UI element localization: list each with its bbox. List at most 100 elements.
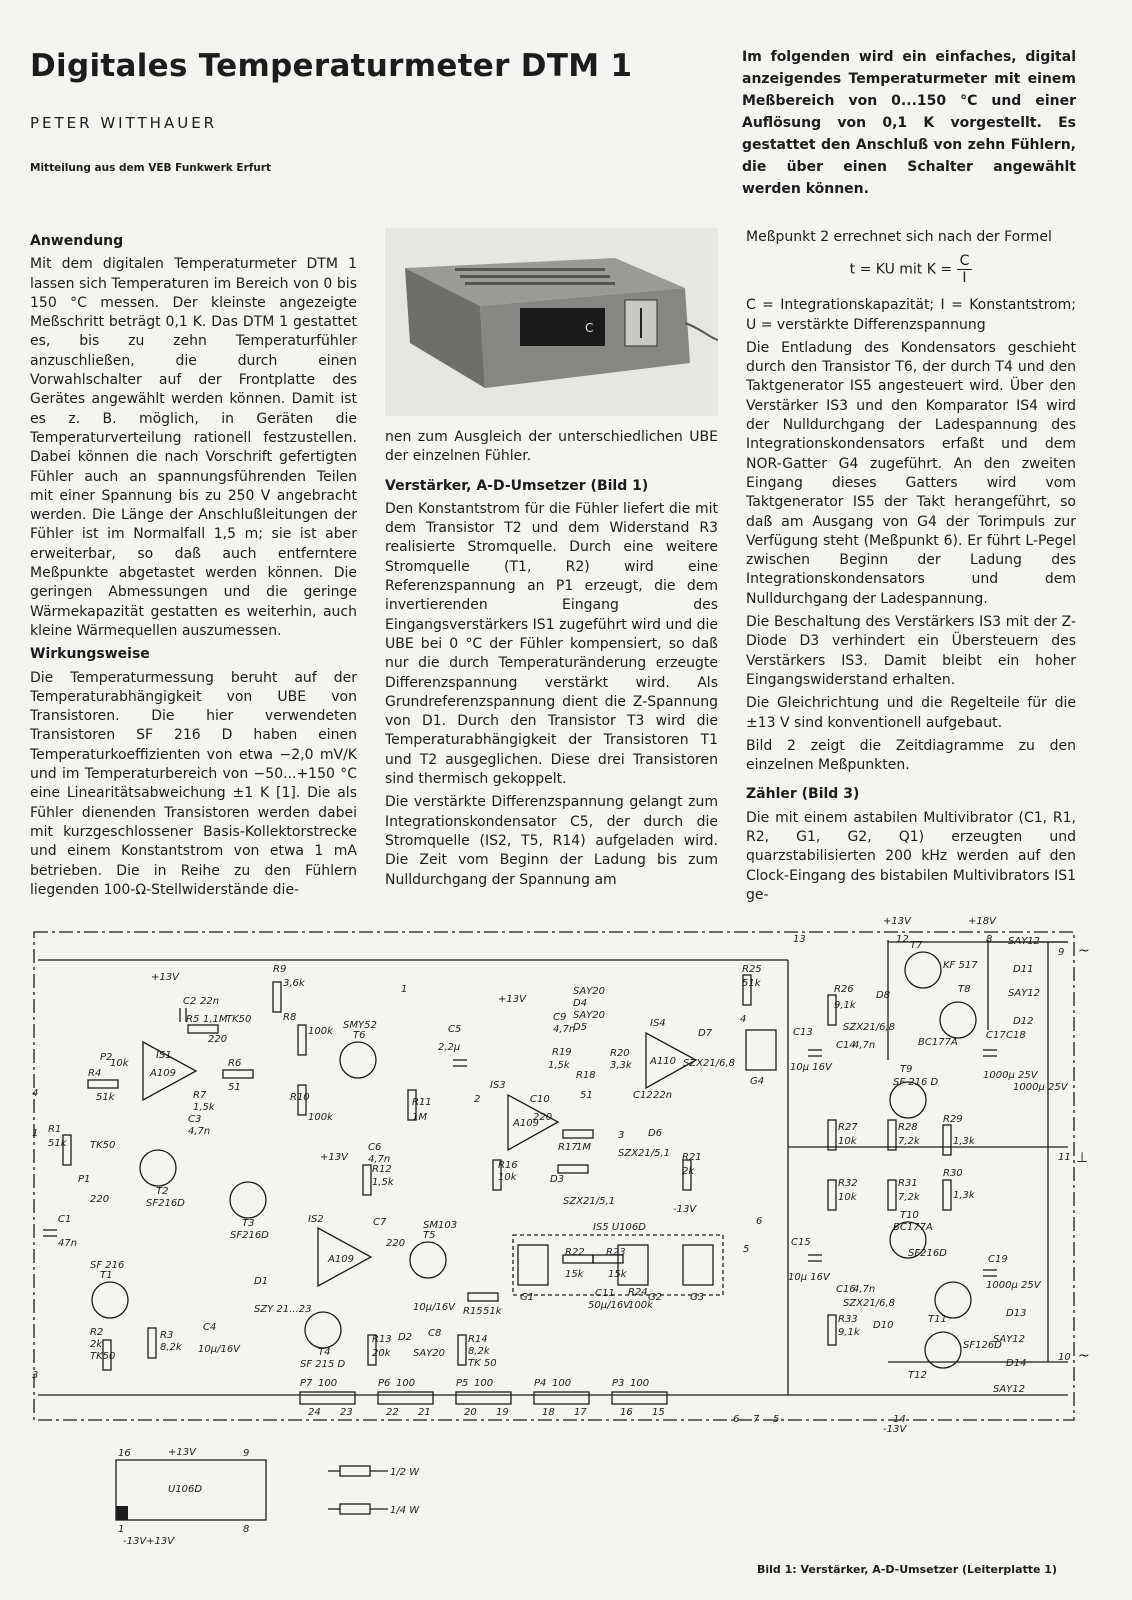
p7-value: 100 <box>318 1378 337 1389</box>
r4-value: 51k <box>96 1092 116 1103</box>
c15-label: C15 <box>791 1237 811 1248</box>
r16-value: 10k <box>498 1172 518 1183</box>
t9-label: T9 <box>900 1064 912 1075</box>
r15-value: 51k <box>483 1306 503 1317</box>
t12-label: T12 <box>908 1370 927 1381</box>
terminal-8: 8 <box>986 934 992 945</box>
c17-label: C17 <box>986 1030 1006 1041</box>
c11-label: C11 <box>595 1288 615 1299</box>
d3-label: D3 <box>550 1174 564 1185</box>
lead-paragraph: Im folgenden wird ein einfaches, digital… <box>742 49 1076 197</box>
p7-pin-b: 23 <box>340 1407 353 1418</box>
p5-pin-b: 19 <box>496 1407 509 1418</box>
p2-value: 10k <box>110 1058 130 1069</box>
r5-value: 1,1M <box>203 1014 228 1025</box>
r7-value: 1,5k <box>193 1102 216 1113</box>
r29-value: 1,3k <box>953 1136 976 1147</box>
c2-value: 22n <box>200 996 219 1007</box>
t11-label: T11 <box>928 1314 947 1325</box>
figure-caption: Bild 1: Verstärker, A-D-Umsetzer (Leiter… <box>757 1563 1057 1576</box>
d10-label: D10 <box>873 1320 893 1331</box>
p3-pin-b: 15 <box>652 1407 665 1418</box>
paragraph-beschaltung: Die Beschaltung des Verstärkers IS3 mit … <box>746 614 1076 688</box>
mp-5: 5 <box>743 1244 749 1255</box>
c16-label: C16 <box>836 1284 856 1295</box>
mp-1: 1 <box>401 984 407 995</box>
r28-label: R28 <box>898 1122 918 1133</box>
paragraph-formel: Meßpunkt 2 errechnet sich nach der Forme… <box>746 229 1052 245</box>
d13-label: D13 <box>1006 1308 1026 1319</box>
r12-value: 1,5k <box>372 1177 395 1188</box>
d14-type: SAY12 <box>993 1384 1025 1395</box>
schematic: +13V +18V +13V +13V +13V -13V -13V +13V … <box>28 910 1104 1564</box>
c1-label: C1 <box>58 1214 71 1225</box>
r2-value: 2k <box>90 1339 103 1350</box>
d2-type: SAY20 <box>413 1348 445 1359</box>
ac-tilde-2: ~ <box>1078 1348 1090 1364</box>
r20-value: 3,3k <box>610 1060 633 1071</box>
p5-label: P5 <box>456 1378 468 1389</box>
p5-pin-a: 20 <box>464 1407 477 1418</box>
r18-label: R18 <box>576 1070 596 1081</box>
d10-type: SZX21/6,8 <box>843 1298 895 1309</box>
c4-value: 10µ/16V <box>198 1344 241 1355</box>
r16-label: R16 <box>498 1160 518 1171</box>
c9-value: 4,7n <box>553 1024 575 1035</box>
terminal-10: 10 <box>1058 1352 1071 1363</box>
c4-label: C4 <box>203 1322 216 1333</box>
t5-type: SM103 <box>423 1220 457 1231</box>
supply-is2: +13V <box>320 1152 349 1163</box>
author: PETER WITTHAUER <box>30 114 218 132</box>
device-photo-image: C <box>385 228 719 416</box>
is4-label: IS4 <box>650 1018 666 1029</box>
t2-type: SF216D <box>146 1198 185 1209</box>
r11-value: 1M <box>412 1112 427 1123</box>
d4-type: SAY20 <box>573 986 605 997</box>
ic-pin-9: 9 <box>243 1448 249 1459</box>
t5-label: T5 <box>423 1230 435 1241</box>
r27-label: R27 <box>838 1122 858 1133</box>
paragraph-continued: nen zum Ausgleich der unterschiedlichen … <box>385 429 718 465</box>
d12-type: SAY12 <box>1008 988 1040 999</box>
r26-label: R26 <box>834 984 854 995</box>
r15-label: R15 <box>463 1306 483 1317</box>
d14-label: D14 <box>1006 1358 1026 1369</box>
r23-label: R23 <box>606 1247 626 1258</box>
r14-label: R14 <box>468 1334 488 1345</box>
p6-value: 100 <box>396 1378 415 1389</box>
paragraph-bild2: Bild 2 zeigt die Zeitdiagramme zu den ei… <box>746 737 1076 774</box>
r4-label: R4 <box>88 1068 101 1079</box>
p1-value: 220 <box>90 1194 109 1205</box>
p4-pin-b: 17 <box>574 1407 587 1418</box>
r27-value: 10k <box>838 1136 858 1147</box>
c19-label: C19 <box>988 1254 1008 1265</box>
r6-value: 51 <box>228 1082 241 1093</box>
p1-label: P1 <box>78 1174 90 1185</box>
g3-label: G3 <box>690 1292 704 1303</box>
p3-pin-a: 16 <box>620 1407 633 1418</box>
p2-label: P2 <box>100 1052 112 1063</box>
formula-denominator: I <box>962 270 967 287</box>
is2-label: IS2 <box>308 1214 324 1225</box>
paragraph-verstaerker-2: Die verstärkte Differenzspannung gelangt… <box>385 794 718 888</box>
r19-value: 1,5k <box>548 1060 571 1071</box>
p3-value: 100 <box>630 1378 649 1389</box>
r26-value: 9,1k <box>834 1000 857 1011</box>
c9-label: C9 <box>553 1012 566 1023</box>
heading-verstaerker: Verstärker, A-D-Umsetzer (Bild 1) <box>385 477 649 494</box>
d5-type: SAY20 <box>573 1010 605 1021</box>
r25-label: R25 <box>742 964 762 975</box>
c14-value: 4,7n <box>853 1040 875 1051</box>
supply-ic-bottom: -13V+13V <box>123 1536 175 1547</box>
tk50-label: TK50 <box>90 1140 115 1151</box>
c5-label: C5 <box>448 1024 461 1035</box>
c3-label: C3 <box>188 1114 201 1125</box>
terminal-3: 3 <box>32 1370 38 1381</box>
mp-2: 2 <box>474 1094 480 1105</box>
supply-is1: +13V <box>151 972 180 983</box>
c5-value: 2,2µ <box>438 1042 460 1053</box>
t10-type: BC177A <box>893 1222 933 1233</box>
heading-wirkungsweise: Wirkungsweise <box>30 646 150 663</box>
device-photo: C <box>385 228 719 416</box>
d7-label: D7 <box>698 1028 713 1039</box>
